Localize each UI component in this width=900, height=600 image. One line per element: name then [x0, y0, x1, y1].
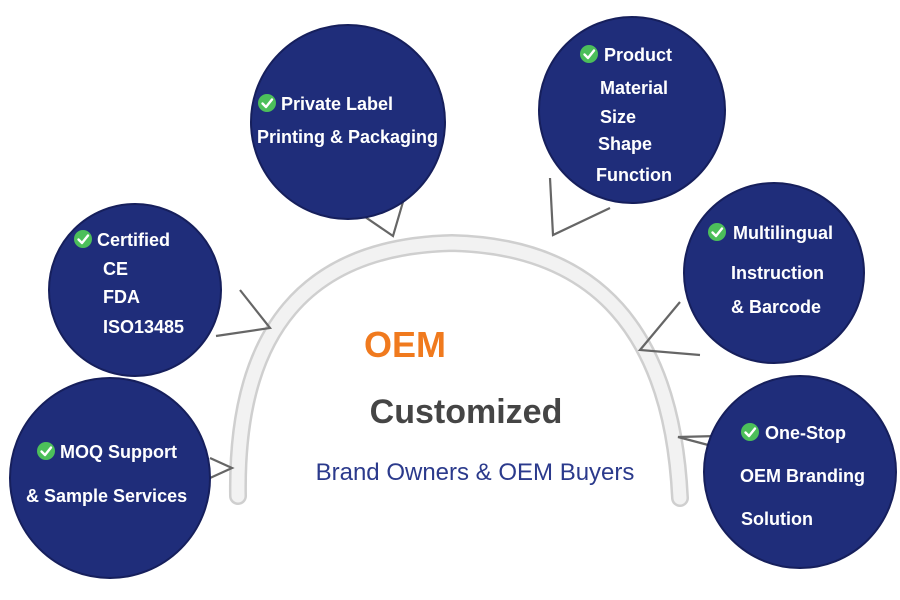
- bubble-certified: Certified CE FDA ISO13485: [48, 203, 222, 377]
- bubble-line: Size: [600, 107, 636, 127]
- center-arch: [228, 233, 689, 507]
- bubble-line: OEM Branding: [740, 466, 865, 486]
- connector-certified: [215, 289, 273, 338]
- check-circle-icon: [580, 45, 598, 63]
- bubble-line: & Sample Services: [26, 486, 187, 506]
- connector-multilingual: [637, 301, 701, 357]
- bubble-line: FDA: [103, 287, 140, 307]
- bubble-line: Certified: [97, 230, 170, 250]
- check-circle-icon: [258, 94, 276, 112]
- bubble-line: Instruction: [731, 263, 824, 283]
- check-circle-icon: [74, 230, 92, 248]
- bubble-line: One-Stop: [765, 423, 846, 443]
- bubble-line: Private Label: [281, 94, 393, 114]
- bubble-line: ISO13485: [103, 317, 184, 337]
- bubble-line: & Barcode: [731, 297, 821, 317]
- connector-product: [548, 177, 611, 237]
- bubble-one-stop: One-Stop OEM Branding Solution: [703, 375, 897, 569]
- bubble-multilingual: Multilingual Instruction & Barcode: [683, 182, 865, 364]
- bubble-private-label: Private Label Printing & Packaging: [250, 24, 446, 220]
- connector-moq: [209, 456, 235, 480]
- bubble-circle: [250, 24, 446, 220]
- check-circle-icon: [37, 442, 55, 460]
- bubble-line: Function: [596, 165, 672, 185]
- bubble-circle: [683, 182, 865, 364]
- check-circle-icon: [708, 223, 726, 241]
- bubble-line: MOQ Support: [60, 442, 177, 462]
- bubble-line: Material: [600, 78, 668, 98]
- bubble-line: Multilingual: [733, 223, 833, 243]
- check-circle-icon: [741, 423, 759, 441]
- connector-one-stop: [677, 434, 719, 448]
- bubble-circle: [538, 16, 726, 204]
- center-title: OEM: [364, 324, 446, 365]
- center-tagline: Brand Owners & OEM Buyers: [316, 459, 635, 486]
- bubble-line: Product: [604, 45, 672, 65]
- bubble-line: Shape: [598, 134, 652, 154]
- center-subtitle: Customized: [370, 393, 563, 431]
- bubble-moq: MOQ Support & Sample Services: [9, 377, 211, 579]
- bubble-line: CE: [103, 259, 128, 279]
- bubble-line: Solution: [741, 509, 813, 529]
- bubble-product: Product Material Size Shape Function: [538, 16, 726, 204]
- bubble-circle: [48, 203, 222, 377]
- bubble-line: Printing & Packaging: [257, 127, 438, 147]
- bubble-circle: [9, 377, 211, 579]
